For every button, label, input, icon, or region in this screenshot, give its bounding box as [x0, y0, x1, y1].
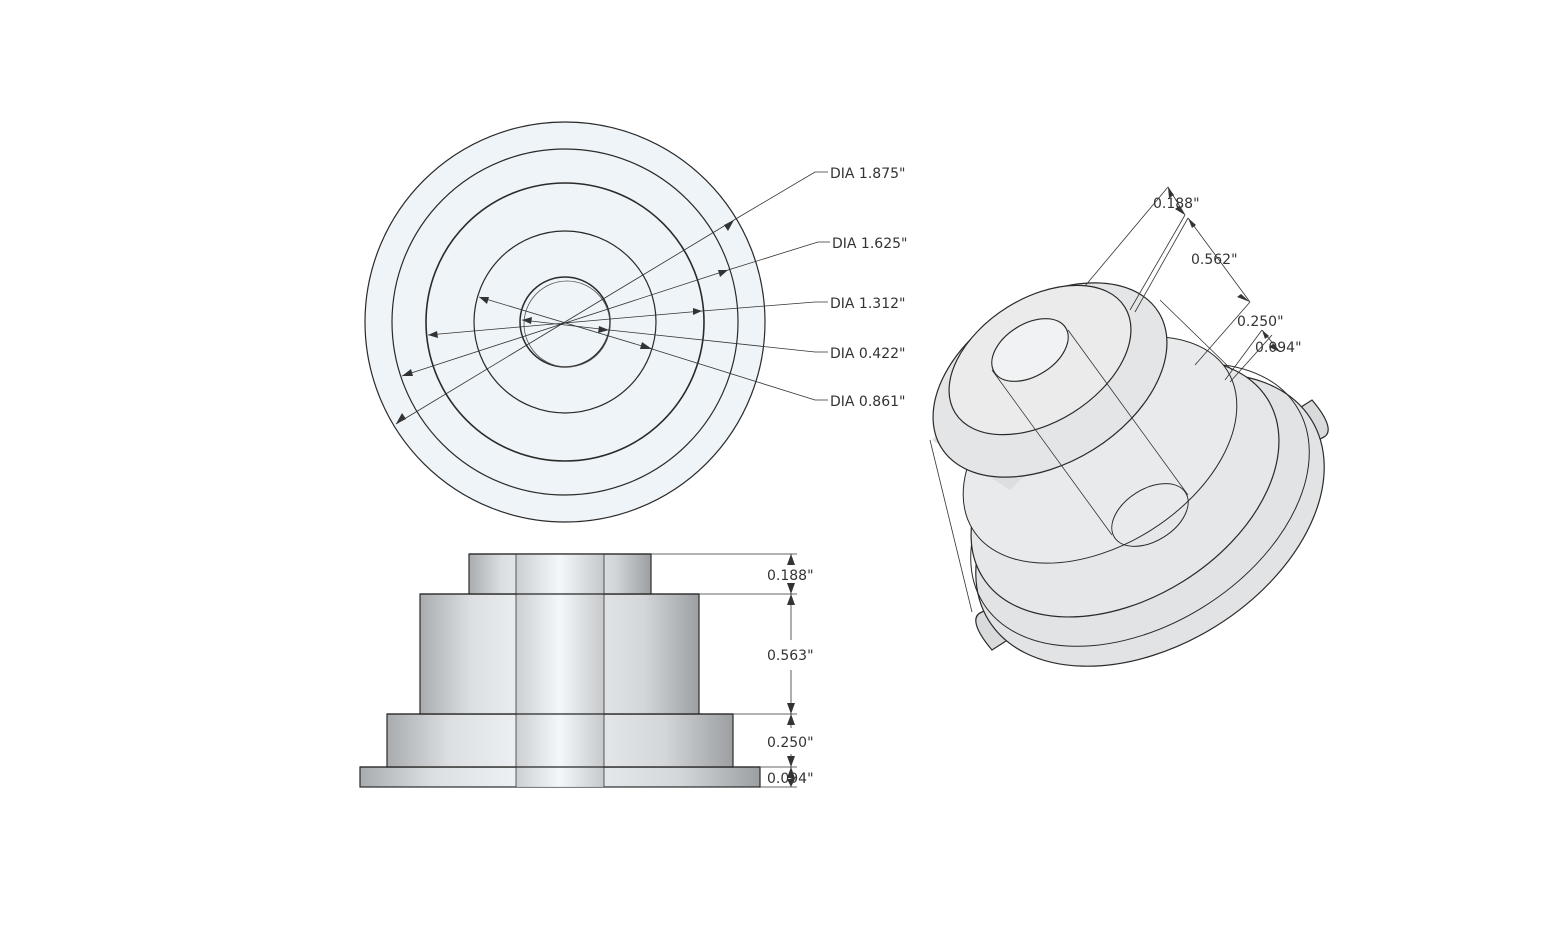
front-view: 0.188" 0.563" 0.250" 0.094"	[359, 553, 814, 788]
dia-label-0422: DIA 0.422"	[830, 346, 905, 362]
height-label-0250: 0.250"	[767, 735, 814, 751]
height-label-0094: 0.094"	[767, 771, 814, 787]
height-label-0188: 0.188"	[767, 568, 814, 584]
iso-height-label-0562: 0.562"	[1191, 252, 1238, 268]
iso-bore-bottom-ellipse	[1111, 483, 1189, 547]
bore-hidden-band	[516, 554, 604, 787]
top-view: DIA 1.875" DIA 1.625" DIA 1.312" DIA 0.4…	[364, 121, 907, 523]
dia-label-1875: DIA 1.875"	[830, 166, 905, 182]
dia-label-1312: DIA 1.312"	[830, 296, 905, 312]
iso-height-label-0250: 0.250"	[1237, 314, 1284, 330]
front-view-extension-lines	[651, 553, 797, 788]
front-view-dimension-lines	[787, 554, 795, 787]
dia-label-1625: DIA 1.625"	[832, 236, 907, 252]
bore-inner-edge	[523, 280, 611, 368]
iso-dimension-lines	[1084, 186, 1281, 383]
iso-bore-top-ellipse	[991, 318, 1069, 382]
iso-height-label-0188: 0.188"	[1153, 196, 1200, 212]
iso-height-label-0094: 0.094"	[1255, 340, 1302, 356]
top-view-leaders	[395, 171, 830, 425]
height-label-0563: 0.563"	[767, 648, 814, 664]
isometric-view: 0.188" 0.562" 0.250" 0.094"	[929, 186, 1329, 667]
top-view-arrowheads	[396, 220, 734, 424]
dia-label-0861: DIA 0.861"	[830, 394, 905, 410]
